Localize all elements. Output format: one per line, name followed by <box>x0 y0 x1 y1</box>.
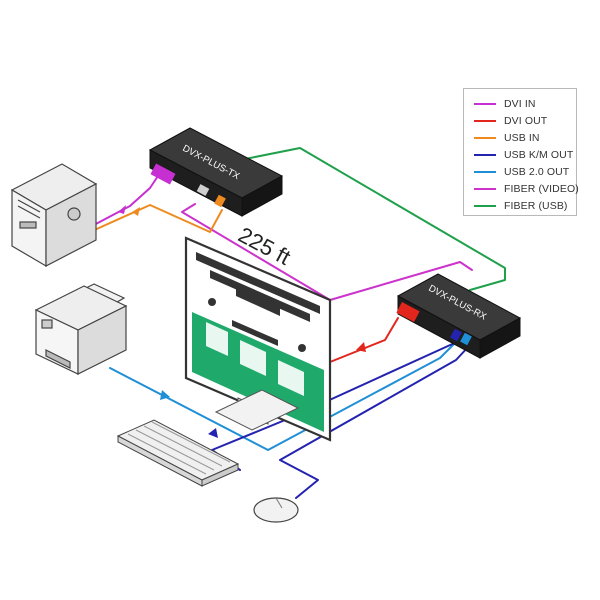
legend-swatch <box>474 205 496 207</box>
tx-device: DVX-PLUS-TX <box>148 127 284 217</box>
legend-label: USB K/M OUT <box>504 149 574 161</box>
legend-item: FIBER (USB) <box>474 199 568 213</box>
legend-swatch <box>474 154 496 156</box>
legend-item: DVI IN <box>474 97 536 111</box>
legend-label: USB IN <box>504 132 540 144</box>
arrow-usb2 <box>160 390 170 400</box>
dvi-out-cable <box>329 317 399 363</box>
legend-item: USB K/M OUT <box>474 148 573 162</box>
legend-swatch <box>474 103 496 105</box>
legend-swatch <box>474 137 496 139</box>
mouse-icon <box>253 497 299 523</box>
legend: DVI IN DVI OUT USB IN USB K/M OUT USB 2.0 OU… <box>463 88 579 216</box>
monitor-icon <box>184 236 332 442</box>
dvi-in-cable <box>91 175 159 227</box>
legend-swatch <box>474 188 496 190</box>
usb-in-cable <box>89 204 223 233</box>
rx-device: DVX-PLUS-RX <box>396 273 522 359</box>
legend-label: FIBER (USB) <box>504 200 568 212</box>
keyboard-icon <box>116 419 240 487</box>
tx-usb-connector <box>214 194 226 208</box>
legend-label: FIBER (VIDEO) <box>504 183 579 195</box>
legend-label: DVI OUT <box>504 115 548 127</box>
rx-dvi-port <box>396 302 420 322</box>
printer-icon <box>34 283 128 375</box>
legend-item: DVI OUT <box>474 114 547 128</box>
arrow-usb-in <box>132 207 140 216</box>
legend-label: USB 2.0 OUT <box>504 166 570 178</box>
arrow-dvi-in <box>118 205 126 214</box>
rx-usb-port-b <box>460 332 472 346</box>
legend-swatch <box>474 171 496 173</box>
arrow-km <box>208 428 218 438</box>
arrow-dvi-out <box>356 342 366 352</box>
usb-2-cable <box>109 339 459 451</box>
usb-km-cable-mouse <box>279 344 471 499</box>
legend-item: USB 2.0 OUT <box>474 165 569 179</box>
legend-swatch <box>474 120 496 122</box>
tx-usb-port <box>196 184 210 196</box>
rx-usb-port-a <box>450 328 462 342</box>
tx-dvi-port <box>150 163 176 185</box>
legend-label: DVI IN <box>504 98 536 110</box>
fiber-usb-cable <box>239 147 506 291</box>
computer-tower-icon <box>10 163 98 268</box>
legend-item: USB IN <box>474 131 540 145</box>
legend-item: FIBER (VIDEO) <box>474 182 579 196</box>
